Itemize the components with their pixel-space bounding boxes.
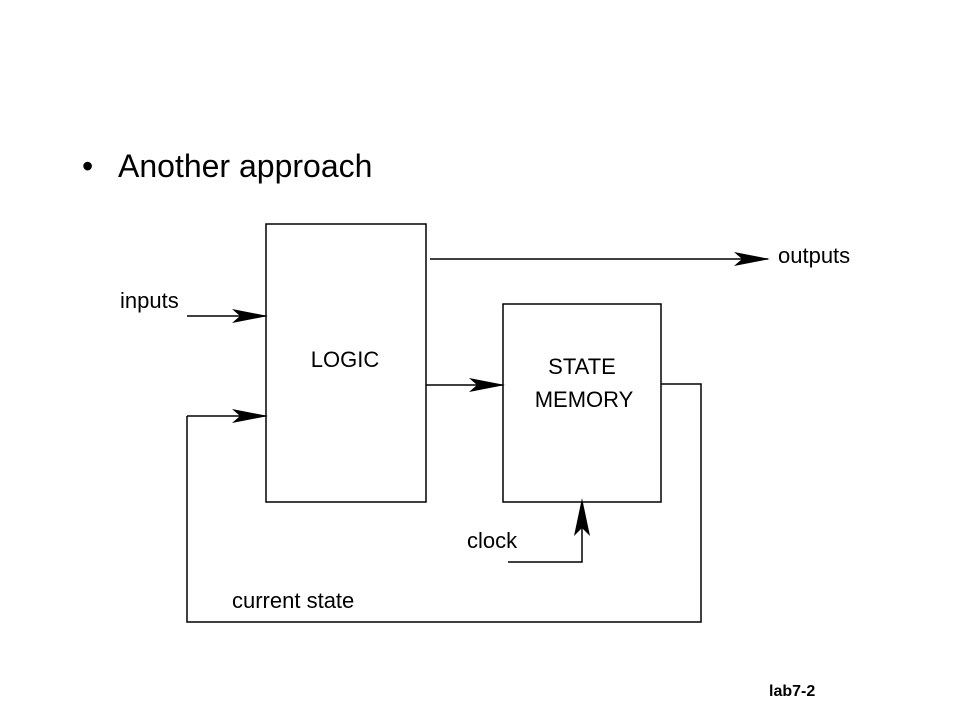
current-state-feedback-line <box>186 383 702 623</box>
bullet-item: • Another approach <box>82 148 372 185</box>
current-state-label: current state <box>232 588 354 613</box>
logic-label: LOGIC <box>311 347 380 372</box>
bullet-marker: • <box>82 148 94 184</box>
clock-arrowhead <box>574 498 590 536</box>
outputs-label: outputs <box>778 243 850 268</box>
state-memory-label-line2: MEMORY <box>535 387 634 412</box>
state-memory-label-line1: STATE <box>548 354 616 379</box>
slide-heading: Another approach <box>118 148 373 184</box>
logic-block <box>265 223 427 503</box>
slide-footer: lab7-2 <box>769 683 816 700</box>
clock-label: clock <box>467 528 518 553</box>
clock-line <box>508 503 583 563</box>
inputs-label: inputs <box>120 288 179 313</box>
